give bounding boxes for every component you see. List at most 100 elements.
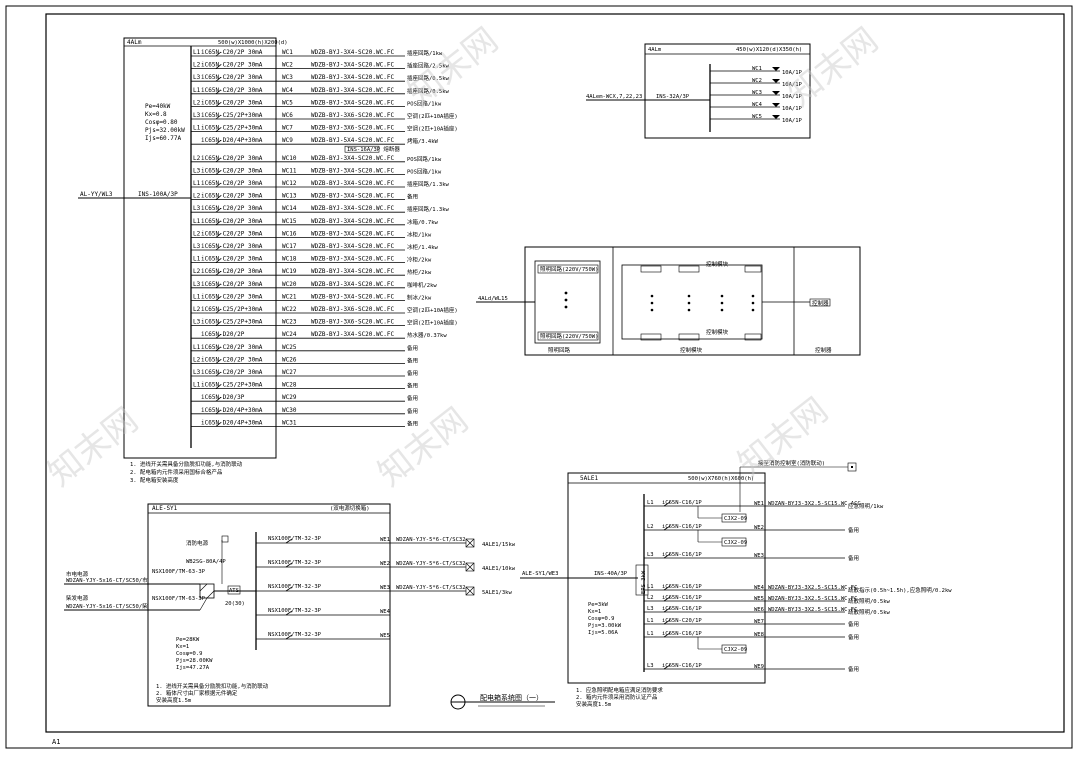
circuit-breaker: iC65N-C20/2P 30mA bbox=[201, 293, 263, 300]
control-middle-box-label: 控制模块 bbox=[706, 260, 729, 268]
circuit-breaker: iC65N-D20/3P bbox=[201, 394, 245, 401]
circuit-id: WC27 bbox=[282, 369, 297, 376]
panel-4alem-name: 4ALm bbox=[648, 47, 662, 53]
circuit-breaker: iC65N-C20/2P 30mA bbox=[201, 344, 263, 351]
panel-note: 安装高度1.5m bbox=[576, 700, 612, 708]
circuit-id: WC28 bbox=[282, 382, 297, 389]
circuit-phase: L3 bbox=[647, 663, 654, 669]
panel-5ale1-top-note: 接至消防控制室(消防联动) bbox=[758, 459, 825, 467]
circuit-breaker: iC65N-C20/2P 30mA bbox=[201, 356, 263, 363]
inner-frame bbox=[45, 13, 1065, 733]
control-incoming: 4ALd/WL15 bbox=[478, 296, 508, 302]
circuit-phase: L3 bbox=[193, 319, 201, 326]
output-fuse-icon bbox=[772, 115, 780, 119]
circuit-id: WC16 bbox=[282, 230, 297, 237]
outgoing-id: WE2 bbox=[380, 561, 390, 567]
panel-param: Pjs=3.00kW bbox=[588, 623, 622, 629]
circuit-load: 冰柜/1.4kw bbox=[407, 243, 439, 251]
circuit-load: 空调(2匹+10A插座) bbox=[407, 125, 458, 133]
contactor-label: CJX2-09 bbox=[724, 540, 747, 546]
circuit-phase: L2 bbox=[647, 524, 654, 530]
panel-note: 1. 进线开关需具备分励脱扣功能,与消防联动 bbox=[156, 682, 269, 690]
circuit-cable: WDZAN-BYJ3-3X2.5-SC15.WC.FC bbox=[768, 585, 857, 591]
circuit-id: WC5 bbox=[282, 99, 293, 106]
circuit-phase: L1 bbox=[193, 49, 201, 56]
panel-ale-sy1-breaker-a: NSX100F/TM-63-3P bbox=[152, 569, 206, 575]
panel-4alem-spec: 450(w)X120(d)X350(h) bbox=[736, 47, 802, 53]
circuit-id: WC13 bbox=[282, 193, 297, 200]
circuit-cable: WDZB-BYJ-3X4-SC20.WC.FC bbox=[311, 218, 394, 225]
panel-ale-sy1-spec: (双电源切换箱) bbox=[330, 504, 370, 512]
panel-note: 安装高度1.5m bbox=[156, 696, 192, 704]
circuit-load: 插座回路/0.5kw bbox=[407, 74, 450, 82]
panel-param: Pe=3kW bbox=[588, 602, 609, 608]
circuit-note: INS-16A/3P 熔断器 bbox=[347, 145, 400, 153]
panel-ale-sy1-incoming-a-label: 市电电源 bbox=[66, 570, 89, 578]
circuit-load: 备用 bbox=[407, 419, 418, 427]
circuit-id: WE9 bbox=[754, 664, 764, 670]
circuit-load: 插座回路/2.5kw bbox=[407, 62, 450, 70]
outgoing-cable: WDZAN-YJY-5*6-CT/SC32 bbox=[396, 585, 466, 591]
circuit-phase: L2 bbox=[193, 155, 201, 162]
eps-unit bbox=[635, 564, 649, 596]
circuit-breaker: iC65N-C16/1P bbox=[662, 524, 702, 530]
circuit-id: WC22 bbox=[282, 306, 297, 313]
circuit-breaker: iC65N-C20/2P 30mA bbox=[201, 180, 263, 187]
control-left-box-1: 照明回路(220V/750W) bbox=[540, 265, 598, 273]
panel-ale-sy1: ALE-SY1 (双电源切换箱) 消防电源 市电电源 WDZAN-YJY-5x1… bbox=[64, 503, 516, 707]
outgoing-breaker: NSX100F/TM-32-3P bbox=[268, 632, 322, 638]
circuit-id: WC17 bbox=[282, 243, 297, 250]
circuit-id: WC6 bbox=[282, 112, 293, 119]
control-section-label-2: 控制模块 bbox=[680, 346, 703, 354]
outgoing-cable: WDZAN-YJY-5*6-CT/SC32 bbox=[396, 537, 466, 543]
outgoing-breaker: NSX100F/TM-32-3P bbox=[268, 608, 322, 614]
circuit-cable: WDZB-BYJ-3X4-SC20.WC.FC bbox=[311, 331, 394, 338]
circuit-breaker: iC65N-C25/2P+30mA bbox=[201, 306, 263, 313]
circuit-breaker: iC65N-C25/2P+30mA bbox=[201, 382, 263, 389]
drawing-title-block: 配电箱系统图（一） bbox=[450, 693, 555, 710]
control-diagram-box bbox=[524, 246, 861, 356]
panel-param: Cosφ=0.9 bbox=[588, 616, 615, 622]
circuit-load: 插座回路/1kw bbox=[407, 49, 443, 57]
circuit-breaker: iC65N-C16/1P bbox=[662, 552, 702, 558]
circuit-id: WC26 bbox=[282, 356, 297, 363]
circuit-cable: WDZB-BYJ-3X4-SC20.WC.FC bbox=[311, 268, 394, 275]
circuit-id: WC20 bbox=[282, 281, 297, 288]
circuit-id: WC4 bbox=[282, 87, 293, 94]
circuit-load: 应急照明/1kw bbox=[848, 502, 884, 510]
circuit-breaker: iC65N-C20/2P 30mA bbox=[201, 87, 263, 94]
circuit-phase: L1 bbox=[193, 125, 201, 132]
circuit-cable: WDZB-BYJ-3X4-SC20.WC.FC bbox=[311, 167, 394, 174]
panel-4alm-name: 4ALm bbox=[127, 39, 142, 46]
outgoing-breaker: NSX100F/TM-32-3P bbox=[268, 536, 322, 542]
circuit-load: 备用 bbox=[848, 665, 859, 673]
circuit-load: 烤箱/3.4kW bbox=[407, 137, 439, 145]
panel-ale-sy1-incoming-b: WDZAN-YJY-5x16-CT/SC50/柴 bbox=[66, 602, 148, 610]
circuit-phase: L1 bbox=[193, 218, 201, 225]
panel-param: Cosφ=0.80 bbox=[145, 119, 178, 126]
circuit-phase: L1 bbox=[193, 344, 201, 351]
outgoing-id: WE1 bbox=[380, 537, 390, 543]
circuit-cable: WDZAN-BYJ3-3X2.5-SC15.WC.FC bbox=[768, 596, 857, 602]
panel-param: Kx=0.8 bbox=[145, 111, 167, 118]
circuit-phase: L2 bbox=[193, 230, 201, 237]
panel-param: Pe=28KW bbox=[176, 637, 200, 643]
outgoing-id: WE5 bbox=[380, 633, 390, 639]
panel-param: Cosφ=0.9 bbox=[176, 651, 203, 657]
output-rating: 10A/1P bbox=[782, 82, 803, 88]
panel-param: Ijs=60.77A bbox=[145, 135, 182, 142]
circuit-phase: L2 bbox=[647, 595, 654, 601]
isolator-icon bbox=[465, 586, 475, 596]
panel-5ale1-main-breaker: INS-40A/3P bbox=[594, 571, 628, 577]
ats-spec: 20(30) bbox=[225, 601, 245, 607]
circuit-load: 热水器/0.37kw bbox=[407, 331, 447, 339]
circuit-cable: WDZB-BYJ-3X6-SC20.WC.FC bbox=[311, 125, 394, 132]
panel-4alm-box bbox=[123, 37, 277, 459]
circuit-load: 备用 bbox=[407, 193, 418, 201]
circuit-phase: L3 bbox=[193, 112, 201, 119]
output-fuse-icon bbox=[772, 79, 780, 83]
circuit-breaker: iC65N-C16/1P bbox=[662, 500, 702, 506]
